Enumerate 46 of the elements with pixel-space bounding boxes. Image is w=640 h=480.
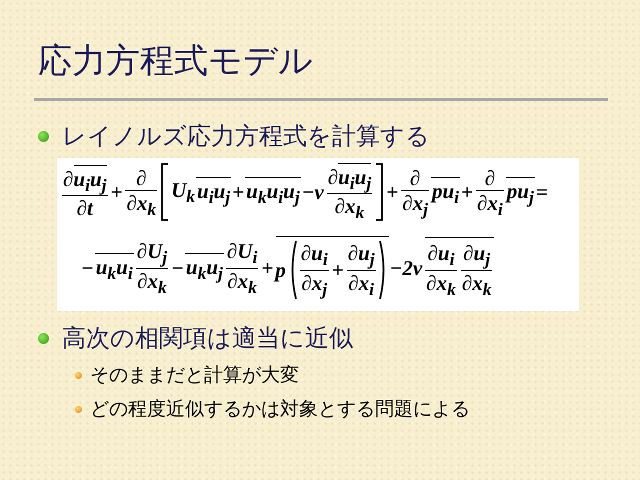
denominator: ∂t — [76, 196, 94, 221]
bullet-text: 高次の相関項は適当に近似 — [62, 323, 353, 354]
denominator: ∂x$_{k}$ — [334, 194, 366, 223]
formula-term: − — [80, 256, 95, 280]
formula-term: + — [385, 180, 400, 204]
numerator: ∂ — [484, 166, 496, 190]
bullet-text: そのままだと計算が大変 — [90, 363, 299, 388]
formula-term: + — [110, 180, 124, 204]
bullet-text: レイノルズ応力方程式を計算する — [62, 121, 430, 152]
formula-term: u$_{i}$u$_{j}$ — [196, 177, 232, 208]
numerator: ∂ — [408, 166, 422, 190]
denominator: ∂x$_{k}$ — [136, 268, 168, 297]
numerator: ∂u$_{i}$u$_{j}$ — [62, 164, 108, 196]
formula-term: = — [534, 180, 549, 204]
formula-term: p — [274, 258, 287, 282]
denominator: ∂x$_{k}$ — [425, 270, 457, 299]
formula-term: −ν — [300, 180, 325, 204]
formula-term: + — [231, 180, 246, 204]
bullet-text: どの程度近似するかは対象とする問題による — [90, 397, 470, 422]
formula-term: u$_{k}$u$_{i}$u$_{j}$ — [245, 177, 301, 208]
slide-title: 応力方程式モデル — [38, 40, 313, 83]
numerator: ∂u$_{i}$u$_{j}$ — [326, 162, 372, 194]
denominator: ∂x$_{k}$ — [125, 190, 158, 220]
formula-term: + — [330, 258, 345, 282]
denominator: ∂x$_{k}$ — [460, 270, 492, 299]
numerator: ∂u$_{i}$ — [300, 241, 329, 270]
denominator: ∂x$_{i}$ — [476, 190, 504, 220]
formula-term: pu$_{i}$ — [430, 177, 460, 208]
formula-term: u$_{k}$u$_{i}$ — [94, 252, 134, 284]
denominator: ∂x$_{k}$ — [226, 268, 258, 297]
formula-term: −2ν — [388, 256, 424, 280]
formula-term: pu$_{j}$ — [506, 177, 535, 208]
denominator: ∂x$_{j}$ — [401, 190, 429, 220]
formula-term: u$_{k}$u$_{j}$ — [184, 252, 224, 284]
formula-term: + — [460, 180, 474, 204]
numerator: ∂U$_{j}$ — [136, 239, 168, 268]
numerator: ∂u$_{j}$ — [346, 241, 376, 270]
denominator: ∂x$_{i}$ — [347, 270, 376, 299]
numerator: ∂U$_{i}$ — [226, 239, 258, 268]
denominator: ∂x$_{j}$ — [300, 270, 328, 299]
formula-term: + — [260, 256, 274, 280]
numerator: ∂u$_{i}$ — [426, 241, 456, 270]
numerator: ∂ — [135, 166, 148, 190]
formula-term: − — [170, 256, 185, 280]
numerator: ∂u$_{j}$ — [462, 241, 492, 270]
formula-term: U$_{k}$ — [170, 178, 196, 206]
